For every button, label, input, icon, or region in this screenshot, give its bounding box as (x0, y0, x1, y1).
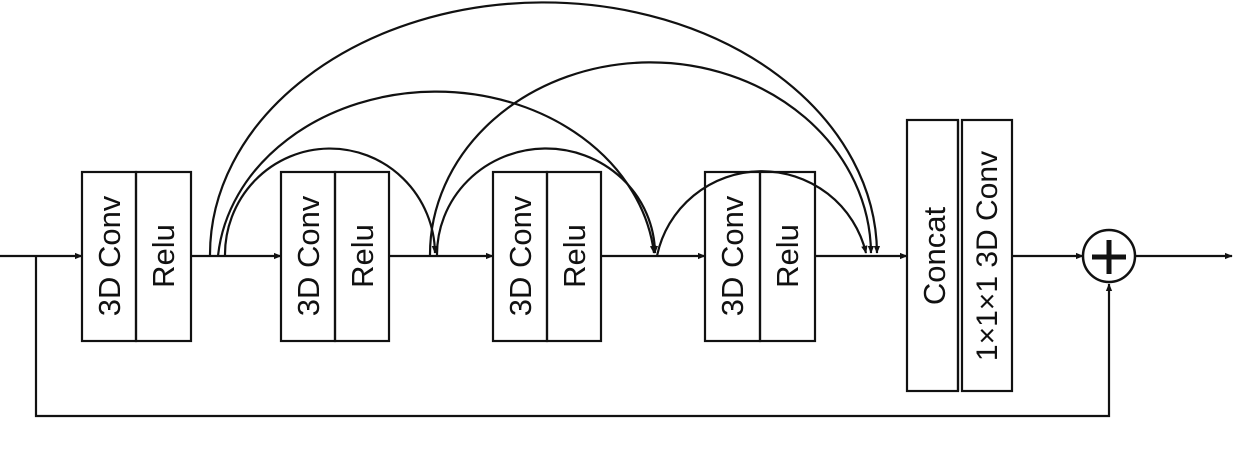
dense-arc-1-to-3 (216, 90, 657, 257)
concat-label: Concat (917, 207, 952, 306)
block-1-conv-label: 3D Conv (92, 195, 127, 316)
block-1-relu-box (134, 170, 193, 343)
block-4-conv-label: 3D Conv (715, 195, 750, 316)
block-2-conv-label: 3D Conv (291, 195, 326, 316)
elementwise-sum-node (1081, 228, 1137, 284)
block-1-relu-label: Relu (146, 224, 181, 288)
block-4-relu-label: Relu (770, 224, 805, 288)
fusion-conv-box (960, 118, 1014, 393)
dense-arc-1-to-2 (223, 147, 439, 257)
block-3-relu-box (545, 170, 603, 343)
block-3-relu-label: Relu (557, 224, 592, 288)
dense-arc-1-to-concat (208, 1, 881, 257)
global-skip-connection (34, 256, 1113, 418)
block-2-relu-box (333, 170, 391, 343)
dense-arc-2-to-concat (428, 61, 875, 257)
fusion-conv-label: 1×1×1 3D Conv (971, 151, 1004, 361)
dense-arc-2-to-3 (435, 147, 659, 257)
dense-arc-3-to-concat (655, 170, 868, 257)
block-3-conv-label: 3D Conv (503, 195, 538, 316)
block-4-relu-box (758, 170, 817, 343)
block-2-relu-label: Relu (345, 224, 380, 288)
